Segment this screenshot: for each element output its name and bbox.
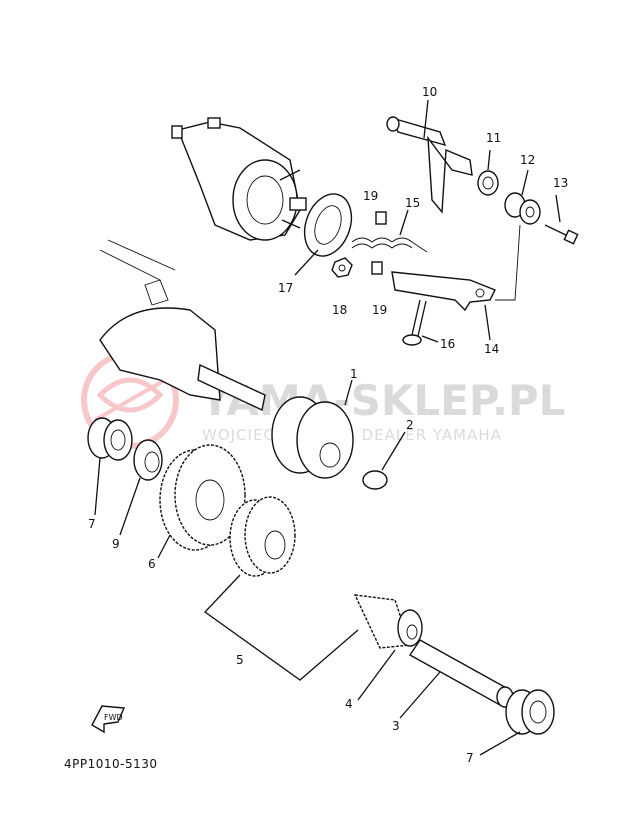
label-6: 6	[148, 557, 156, 571]
label-19-top: 19	[363, 189, 378, 203]
part-19-collars	[371, 211, 387, 275]
part-18-nut	[331, 257, 353, 278]
diagram-code: 4PP1010-5130	[64, 757, 158, 771]
part-1-starter-clutch	[271, 379, 354, 479]
label-15: 15	[405, 196, 420, 210]
label-19-bottom: 19	[372, 303, 387, 317]
engine-housing	[99, 239, 266, 412]
fwd-label: FWD	[104, 713, 123, 722]
label-13: 13	[553, 176, 568, 190]
part-3-shaft	[399, 639, 514, 719]
part-4-shaft-gear	[353, 594, 423, 701]
label-16: 16	[440, 337, 455, 351]
label-4: 4	[345, 697, 353, 711]
forward-arrow-icon: FWD	[91, 705, 126, 734]
label-12: 12	[520, 153, 535, 167]
part-11-washer	[477, 149, 499, 196]
label-10: 10	[422, 85, 437, 99]
label-7-upper: 7	[88, 517, 96, 531]
part-2-circlip	[362, 431, 406, 490]
label-3: 3	[392, 719, 400, 733]
part-13-screw	[544, 194, 579, 245]
part-16-bolt	[402, 299, 439, 346]
part-15-spring	[351, 209, 428, 253]
part-12-bushing	[504, 169, 541, 225]
part-6-idler-gear	[157, 444, 246, 559]
label-18: 18	[332, 303, 347, 317]
label-14: 14	[484, 342, 499, 356]
part-10-shift-lever	[386, 99, 473, 214]
label-17: 17	[278, 281, 293, 295]
label-7-lower: 7	[466, 751, 474, 765]
part-5-gear	[204, 496, 359, 681]
part-7-bearing-lower	[479, 689, 555, 756]
part-7-bearing-upper	[87, 417, 133, 516]
label-9: 9	[112, 537, 120, 551]
label-2: 2	[406, 418, 414, 432]
starter-motor	[171, 117, 307, 241]
part-labels: 10 11 12 13 19 15 17 18 19 16 14 1 2 7 9…	[88, 85, 568, 765]
part-14-lever	[391, 224, 521, 341]
part-9-washer	[119, 439, 163, 536]
part-17-plate	[294, 193, 353, 276]
label-11: 11	[486, 131, 501, 145]
label-5: 5	[236, 653, 244, 667]
label-1: 1	[350, 367, 358, 381]
